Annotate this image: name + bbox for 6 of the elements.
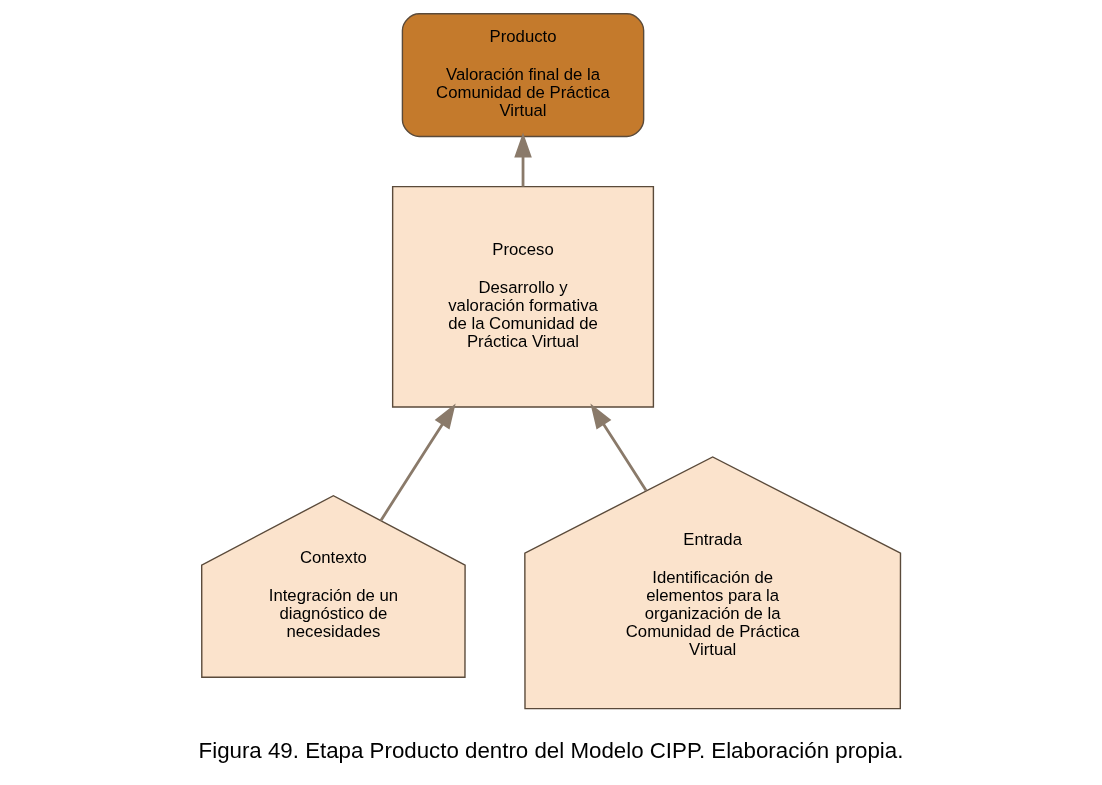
- arrow: [590, 403, 648, 492]
- node-box: Proceso Desarrollo y valoración formativa de la Comunidad de Práctica Virtual: [391, 185, 655, 408]
- arrow: [379, 403, 456, 522]
- node-box: Producto Valoración final de la Comunidad de Práctica Virtual: [401, 13, 645, 138]
- arrow: [514, 132, 532, 187]
- caption: Figura 49. Etapa Producto dentro del Modelo CIPP. Elaboración propia.: [198, 738, 904, 764]
